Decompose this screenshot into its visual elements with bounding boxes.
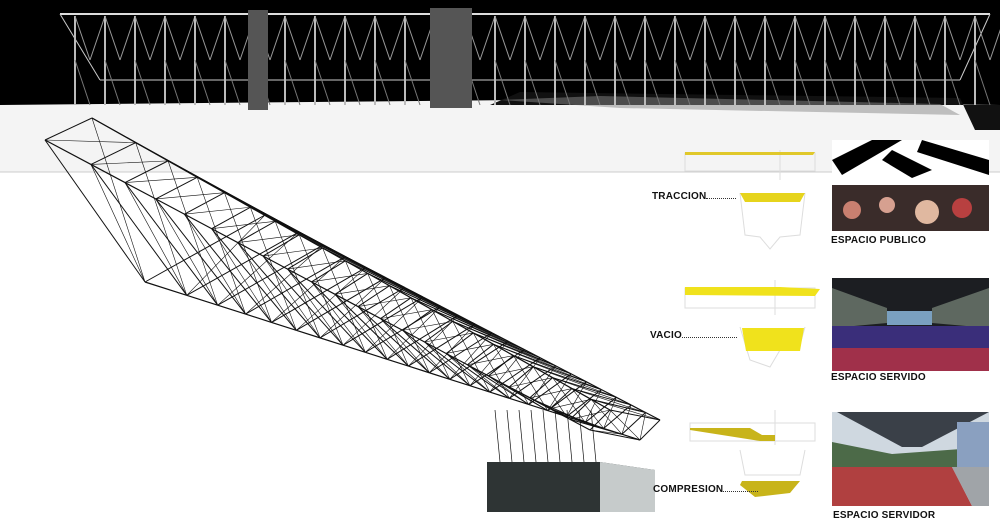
compresion-deck-yellow <box>690 428 775 441</box>
label-vacio: VACIO <box>650 329 737 341</box>
caption-espacio-servidor: ESPACIO SERVIDOR <box>833 510 936 521</box>
caption-espacio-publico: ESPACIO PUBLICO <box>831 235 927 246</box>
compresion-section-yellow <box>740 481 800 497</box>
vacio-deck-yellow <box>685 287 820 296</box>
photo-espacio-servidor <box>832 412 989 506</box>
label-traccion: TRACCION <box>652 190 737 202</box>
traccion-deck-yellow <box>685 152 815 155</box>
photo-espacio-servido <box>832 278 989 371</box>
section-diagrams <box>684 150 820 497</box>
label-compresion: COMPRESION <box>653 483 759 495</box>
traccion-section-yellow <box>740 193 805 202</box>
vacio-section-yellow <box>742 328 804 351</box>
photo-espacio-publico <box>832 140 989 231</box>
stadium-elevation <box>0 0 1000 173</box>
roof-truss-axonometric <box>44 117 661 512</box>
caption-espacio-servido: ESPACIO SERVIDO <box>831 372 926 383</box>
